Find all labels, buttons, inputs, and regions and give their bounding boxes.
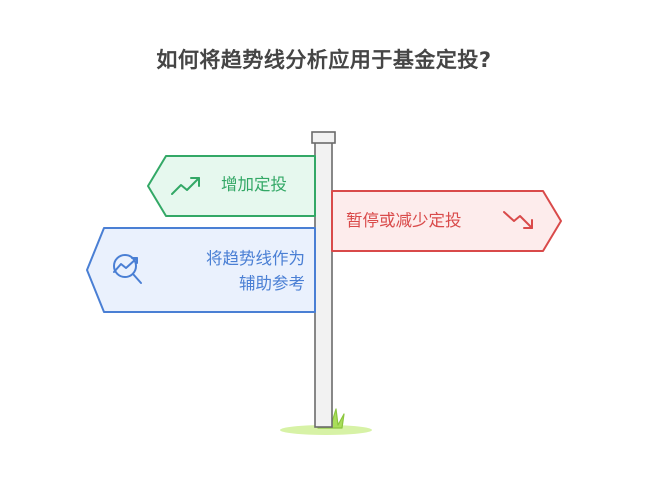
diagram-title: 如何将趋势线分析应用于基金定投? xyxy=(156,48,492,72)
sign-pause xyxy=(331,190,562,252)
sign-increase xyxy=(147,155,316,217)
sign-pause-label: 暂停或减少定投 xyxy=(346,211,462,230)
signpost-cap xyxy=(311,131,336,144)
sign-reference-label: 将趋势线作为辅助参考 xyxy=(206,249,305,293)
signpost-pole xyxy=(314,139,333,428)
sign-reference xyxy=(86,227,316,313)
chart-magnify-icon xyxy=(113,254,142,284)
grass-base xyxy=(280,425,372,435)
sign-increase-label: 增加定投 xyxy=(221,175,287,194)
trend-up-icon xyxy=(171,177,200,195)
trend-down-icon xyxy=(503,211,533,229)
